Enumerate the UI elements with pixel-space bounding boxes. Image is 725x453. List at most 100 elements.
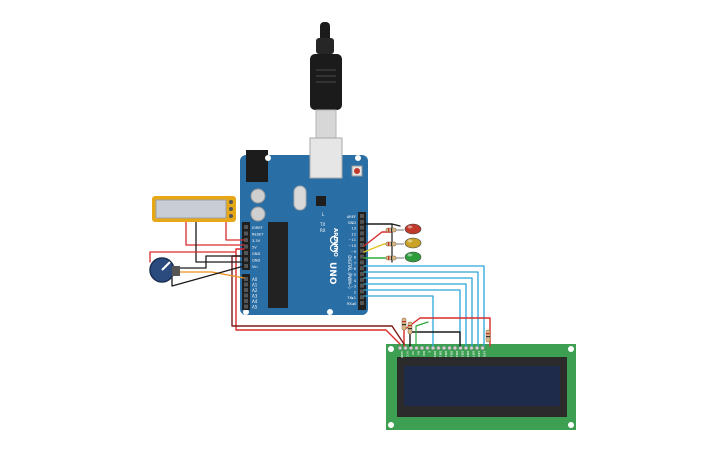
- potentiometer[interactable]: [149, 257, 180, 283]
- brand-label: ARDUINO: [332, 228, 338, 257]
- digital-pin-label: AREF: [347, 215, 356, 219]
- digital-pin: [360, 219, 364, 224]
- digital-pin: [360, 295, 364, 300]
- analog-pin-label: A3: [252, 294, 258, 299]
- analog-pin: [244, 277, 248, 281]
- lcd-data-wire: [363, 289, 461, 347]
- power-5v-wire: [235, 248, 401, 345]
- digital-pin: [360, 231, 364, 236]
- lcd-pin: [430, 345, 436, 351]
- power-pin-label: IOREF: [252, 226, 263, 230]
- potentiometer-indicator: [161, 261, 171, 271]
- lcd-pin: [452, 345, 458, 351]
- lcd-pin: [414, 345, 419, 351]
- lcd-data-wire: [363, 265, 485, 347]
- lcd-pin: [436, 345, 441, 351]
- power-pin-label: GND: [252, 259, 260, 263]
- lcd-pin: [403, 345, 408, 351]
- led-green[interactable]: [404, 251, 422, 263]
- lcd-mount-hole: [568, 422, 574, 428]
- digital-pin: [360, 225, 364, 230]
- pot-ground-wire: [175, 255, 245, 269]
- sensor-pin: [229, 207, 233, 211]
- lcd-pin: [469, 345, 474, 351]
- lcd-pin: [474, 345, 480, 351]
- lcd-pin-label: DB0: [433, 351, 437, 357]
- digital-pin: [360, 266, 364, 271]
- lcd-data-wire: [363, 283, 467, 347]
- pot-signal-wire: [175, 271, 245, 279]
- atmega-chip: [268, 222, 288, 308]
- lcd-pin-label: LED: [477, 351, 481, 358]
- usb-cable[interactable]: [310, 22, 342, 139]
- digital-pin: [360, 260, 364, 265]
- lcd-pin: [480, 345, 485, 351]
- header-pins: [244, 214, 364, 309]
- lcd-power-wire: [403, 317, 491, 347]
- lcd-pin-label: DB7: [472, 351, 476, 357]
- lcd-pin-label: VCC: [406, 351, 410, 357]
- sensor-pin: [229, 214, 233, 218]
- power-pin: [244, 257, 248, 262]
- led-ground-wire: [363, 223, 401, 227]
- led-yellow[interactable]: [404, 237, 422, 249]
- digital-pin: [360, 248, 364, 253]
- analog-pin: [244, 304, 248, 309]
- sensor-module[interactable]: [152, 196, 236, 222]
- lcd-resistors: [401, 317, 491, 343]
- sensor-pin: [229, 200, 233, 204]
- capacitor-1: [250, 188, 266, 204]
- lcd-pin-label: DB4: [455, 351, 459, 357]
- lcd-v0-wire: [415, 321, 429, 347]
- lcd-pin: [397, 345, 403, 351]
- digital-pin-label: ~3: [351, 285, 356, 289]
- digital-pin: [360, 277, 364, 282]
- lcd-pin-label: LED: [483, 351, 487, 358]
- lcd-pin-label: DB1: [439, 351, 443, 357]
- usb-plug-metal: [315, 109, 337, 139]
- digital-pin-label: GND: [348, 221, 356, 225]
- lcd-pin-label: DB5: [461, 351, 465, 357]
- analog-pin: [244, 282, 248, 287]
- analog-pin-label: A0: [252, 277, 258, 282]
- analog-pin-label: A2: [252, 288, 258, 293]
- lcd-data-wire: [363, 295, 434, 347]
- power-pin: [244, 251, 248, 255]
- usb-b-port: [309, 137, 343, 179]
- lcd-data-wire: [363, 277, 473, 347]
- digital-header-label: DIGITAL (PWM~): [347, 255, 352, 289]
- digital-pin: [360, 243, 364, 247]
- led-red[interactable]: [404, 223, 422, 235]
- led-indicators: [385, 223, 422, 263]
- power-pin: [244, 264, 248, 268]
- digital-pin-label: ~5: [351, 273, 356, 277]
- pot-power-wire: [149, 251, 237, 263]
- crystal-oscillator: [293, 185, 307, 211]
- power-pin-label: 3.3V: [252, 239, 261, 243]
- digital-pin: [360, 237, 364, 242]
- power-jack: [246, 150, 268, 182]
- digital-pin-label: 7: [354, 261, 356, 265]
- lcd-pin-label: DB2: [444, 351, 448, 357]
- analog-pin-label: A1: [252, 283, 258, 288]
- lcd-pin: [463, 345, 469, 351]
- sensor-gnd-wire: [195, 221, 245, 263]
- l-led-label: L: [322, 212, 325, 217]
- lcd-pin-label: E: [428, 351, 432, 353]
- digital-pin-label: ~10: [348, 244, 356, 248]
- analog-pin-label: A5: [252, 305, 258, 310]
- lcd-pin-label: DB6: [466, 351, 470, 357]
- analog-pin: [244, 288, 248, 292]
- digital-pin: [360, 254, 364, 259]
- mounting-hole: [243, 309, 249, 315]
- lcd-screen: [404, 366, 560, 406]
- lcd-ground-wire: [409, 331, 461, 347]
- power-pin: [244, 238, 248, 242]
- digital-pin-label: TX▸1: [346, 296, 356, 300]
- power-pin-label: Vin: [252, 265, 258, 269]
